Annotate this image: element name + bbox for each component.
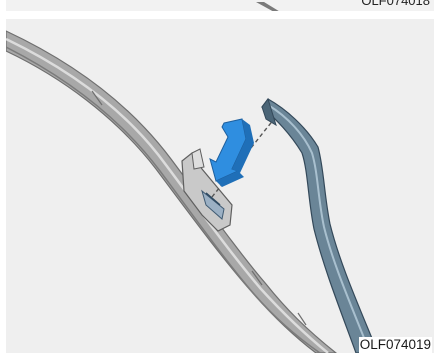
wiper-illustration (6, 19, 434, 353)
previous-figure: OLF074018 (6, 0, 434, 11)
figure-code: OLF074019 (359, 337, 432, 353)
wiper-blade-figure: OLF074019 (6, 19, 434, 353)
previous-figure-code: OLF074018 (361, 0, 430, 8)
direction-arrow-icon (210, 119, 254, 187)
wiper-blade (6, 31, 336, 353)
